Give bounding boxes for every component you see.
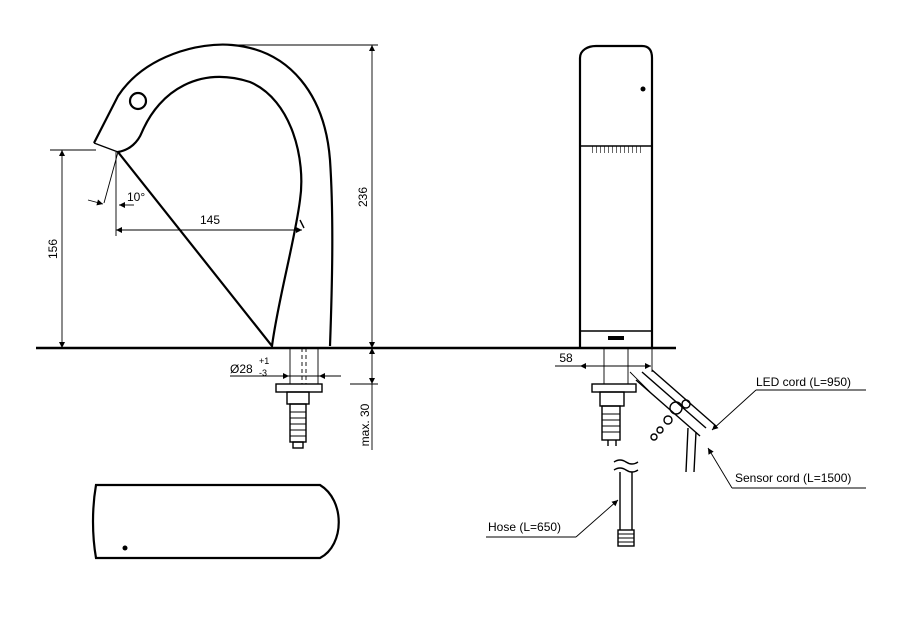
top-view — [91, 483, 340, 560]
cords — [629, 369, 717, 473]
side-view: 236 156 145 10° Ø28 +1 -3 max. 30 — [36, 43, 676, 450]
brand-mark — [608, 336, 624, 340]
sensor-cord-label: Sensor cord (L=1500) — [735, 471, 851, 485]
offset-label: 58 — [559, 351, 573, 365]
faucet-body — [578, 44, 654, 348]
mounting-shank — [275, 348, 323, 449]
hose — [613, 459, 639, 547]
front-view: 58 LED cord (L=950) Sensor cord (L=1500)… — [486, 44, 866, 547]
max-thickness-label: max. 30 — [358, 403, 372, 446]
sensor-window-icon — [128, 91, 148, 111]
sensor-dot-icon — [122, 545, 128, 551]
hole-tolerance-upper: +1 — [259, 356, 269, 366]
indicator-dot-icon — [640, 86, 646, 92]
front-shank — [591, 348, 637, 446]
hose-label: Hose (L=650) — [488, 520, 561, 534]
spout-height-label: 156 — [46, 239, 60, 259]
led-cord-label: LED cord (L=950) — [756, 375, 851, 389]
hole-diameter-label: Ø28 — [230, 362, 253, 376]
sensor-grille — [590, 146, 644, 153]
hole-tolerance-lower: -3 — [259, 368, 267, 378]
total-height-label: 236 — [356, 187, 370, 207]
spout-top-outline — [91, 483, 340, 560]
spout-angle-label: 10° — [127, 190, 145, 204]
spout-body — [93, 43, 334, 349]
reach-label: 145 — [200, 213, 220, 227]
